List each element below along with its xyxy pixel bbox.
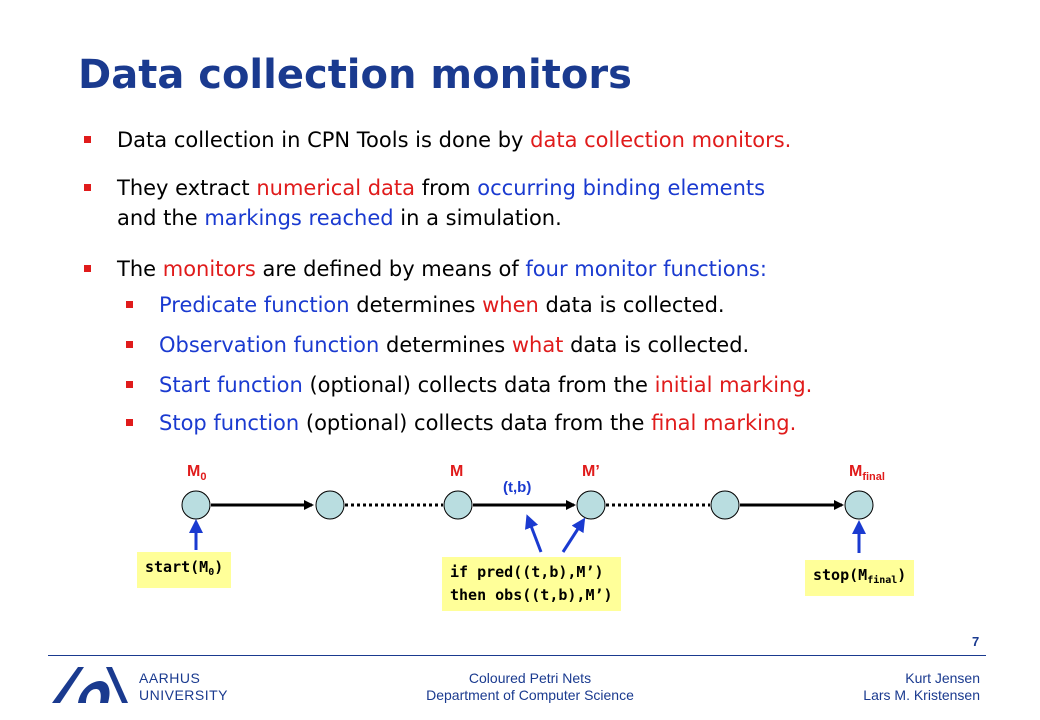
arrow-pred-tb	[525, 514, 543, 553]
bullet-marker	[126, 381, 133, 388]
text-run: initial marking.	[654, 373, 813, 397]
author-2: Lars M. Kristensen	[863, 687, 980, 703]
text-run: final marking.	[651, 411, 797, 435]
text-run: Data collection in CPN Tools is done by	[117, 128, 531, 152]
text-run: Predicate function	[159, 293, 350, 317]
bullet-1-text: Data collection in CPN Tools is done by …	[117, 128, 791, 152]
pred-line: if pred((t,b),M’)	[450, 563, 604, 581]
course-info: Coloured Petri Nets Department of Comput…	[380, 670, 680, 704]
marking-node-mfinal	[844, 490, 874, 520]
text-run: Stop function	[159, 411, 300, 435]
aarhus-logo-icon	[52, 667, 128, 703]
marking-node-m0	[181, 490, 211, 520]
text-run: data is collected.	[563, 333, 750, 357]
label-mfinal: Mfinal	[849, 463, 885, 483]
arrow-pred-mprime	[561, 517, 586, 553]
text-run: are defined by means of	[255, 257, 526, 281]
subbullet-start: Start function (optional) collects data …	[126, 370, 812, 400]
text-run: what	[511, 333, 564, 357]
bullet-marker	[84, 265, 91, 272]
text-run: and the	[117, 206, 205, 230]
bullet-2-continuation: and the markings reached in a simulation…	[117, 203, 562, 233]
text-run: in a simulation.	[393, 206, 562, 230]
subbullet-predicate-text: Predicate function determines when data …	[159, 293, 725, 317]
label-mprime: M’	[582, 463, 600, 480]
department: Department of Computer Science	[426, 687, 634, 703]
text-run: (optional) collects data from the	[302, 373, 655, 397]
bullet-2: They extract numerical data from occurri…	[84, 173, 765, 203]
text-run: data collection monitors.	[530, 128, 792, 152]
author-1: Kurt Jensen	[905, 670, 980, 686]
text-run: determines	[379, 333, 512, 357]
subbullet-stop-text: Stop function (optional) collects data f…	[159, 411, 796, 435]
text-run: numerical data	[256, 176, 416, 200]
marking-node-2	[710, 490, 740, 520]
subbullet-observation: Observation function determines what dat…	[126, 330, 749, 360]
bullet-marker	[84, 184, 91, 191]
subbullet-predicate: Predicate function determines when data …	[126, 290, 725, 320]
page-number: 7	[972, 634, 980, 649]
obs-line: then obs((t,b),M’)	[450, 586, 613, 604]
bullet-marker	[126, 341, 133, 348]
text-run: determines	[349, 293, 483, 317]
text-run: monitors	[162, 257, 256, 281]
text-run: Observation function	[159, 333, 380, 357]
text-run: four monitor functions:	[525, 257, 767, 281]
footer-divider	[48, 655, 986, 656]
subbullet-observation-text: Observation function determines what dat…	[159, 333, 749, 357]
course-title: Coloured Petri Nets	[468, 670, 592, 686]
bullet-2-text-line2: and the markings reached in a simulation…	[117, 206, 562, 230]
bullet-marker	[126, 419, 133, 426]
slide-title: Data collection monitors	[78, 52, 632, 98]
text-run: Start function	[159, 373, 303, 397]
bullet-1: Data collection in CPN Tools is done by …	[84, 125, 791, 155]
text-run: data is collected.	[538, 293, 725, 317]
label-m: M	[450, 463, 464, 480]
text-run: They extract	[117, 176, 257, 200]
text-run: markings reached	[204, 206, 394, 230]
subbullet-stop: Stop function (optional) collects data f…	[126, 408, 796, 438]
subbullet-start-text: Start function (optional) collects data …	[159, 373, 812, 397]
text-run: from	[415, 176, 478, 200]
bullet-3: The monitors are defined by means of fou…	[84, 254, 767, 284]
university-name: AARHUS UNIVERSITY	[139, 670, 228, 704]
bullet-marker	[126, 301, 133, 308]
label-binding: (t,b)	[503, 479, 532, 496]
text-run: The	[117, 257, 163, 281]
label-m0: M0	[187, 463, 207, 483]
text-run: (optional) collects data from the	[299, 411, 652, 435]
university-line1: AARHUS	[139, 670, 201, 686]
start-function-box: start(M0)	[137, 552, 232, 588]
bullet-marker	[84, 136, 91, 143]
bullet-2-text: They extract numerical data from occurri…	[117, 176, 765, 200]
text-run: occurring binding elements	[477, 176, 766, 200]
bullet-3-text: The monitors are defined by means of fou…	[117, 257, 767, 281]
authors: Kurt Jensen Lars M. Kristensen	[863, 670, 980, 704]
predicate-observation-box: if pred((t,b),M’) then obs((t,b),M’)	[442, 557, 621, 611]
stop-function-box: stop(Mfinal)	[805, 560, 915, 596]
marking-node-1	[315, 490, 345, 520]
marking-node-m	[443, 490, 473, 520]
text-run: when	[482, 293, 539, 317]
university-line2: UNIVERSITY	[139, 687, 229, 703]
marking-node-mprime	[576, 490, 606, 520]
